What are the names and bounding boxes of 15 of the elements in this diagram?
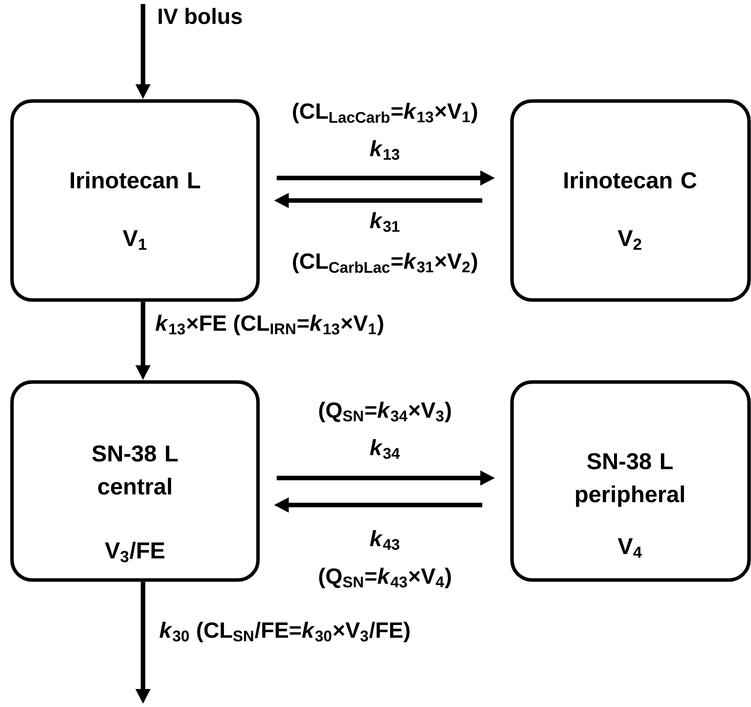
edge-label: k$_{34}$	[368, 438, 402, 460]
compartment-box: Irinotecan L V$_{1}$	[10, 99, 260, 302]
formula-label: (Q$_{SN}$=k$_{43}$×V$_{4}$)	[317, 566, 453, 590]
edge-label: k$_{30}$ (CL$_{SN}$/FE=k$_{30}$×V$_{3}$/FE)	[158, 620, 412, 644]
edge-label: IV bolus	[156, 6, 244, 26]
edge-label: k$_{13}$	[368, 139, 402, 161]
formula-label: (CL$_{CarbLac}$=k$_{31}$×V$_{2}$)	[290, 252, 480, 274]
edge-label: k$_{13}$×FE (CL$_{IRN}$=k$_{13}$×V$_{1}$)	[154, 314, 386, 336]
compartment-box: SN-38 L peripheral V$_{4}$	[510, 380, 751, 582]
compartment-box: Irinotecan C V$_{2}$	[510, 99, 751, 302]
edge-label: k$_{43}$	[368, 529, 402, 551]
edge-label: k$_{31}$	[368, 211, 402, 233]
formula-label: (CL$_{LacCarb}$=k$_{13}$×V$_{1}$)	[290, 102, 480, 124]
formula-label: (Q$_{SN}$=k$_{34}$×V$_{3}$)	[317, 400, 453, 424]
compartment-box: SN-38 L central V$_{3}$/FE	[10, 380, 260, 582]
